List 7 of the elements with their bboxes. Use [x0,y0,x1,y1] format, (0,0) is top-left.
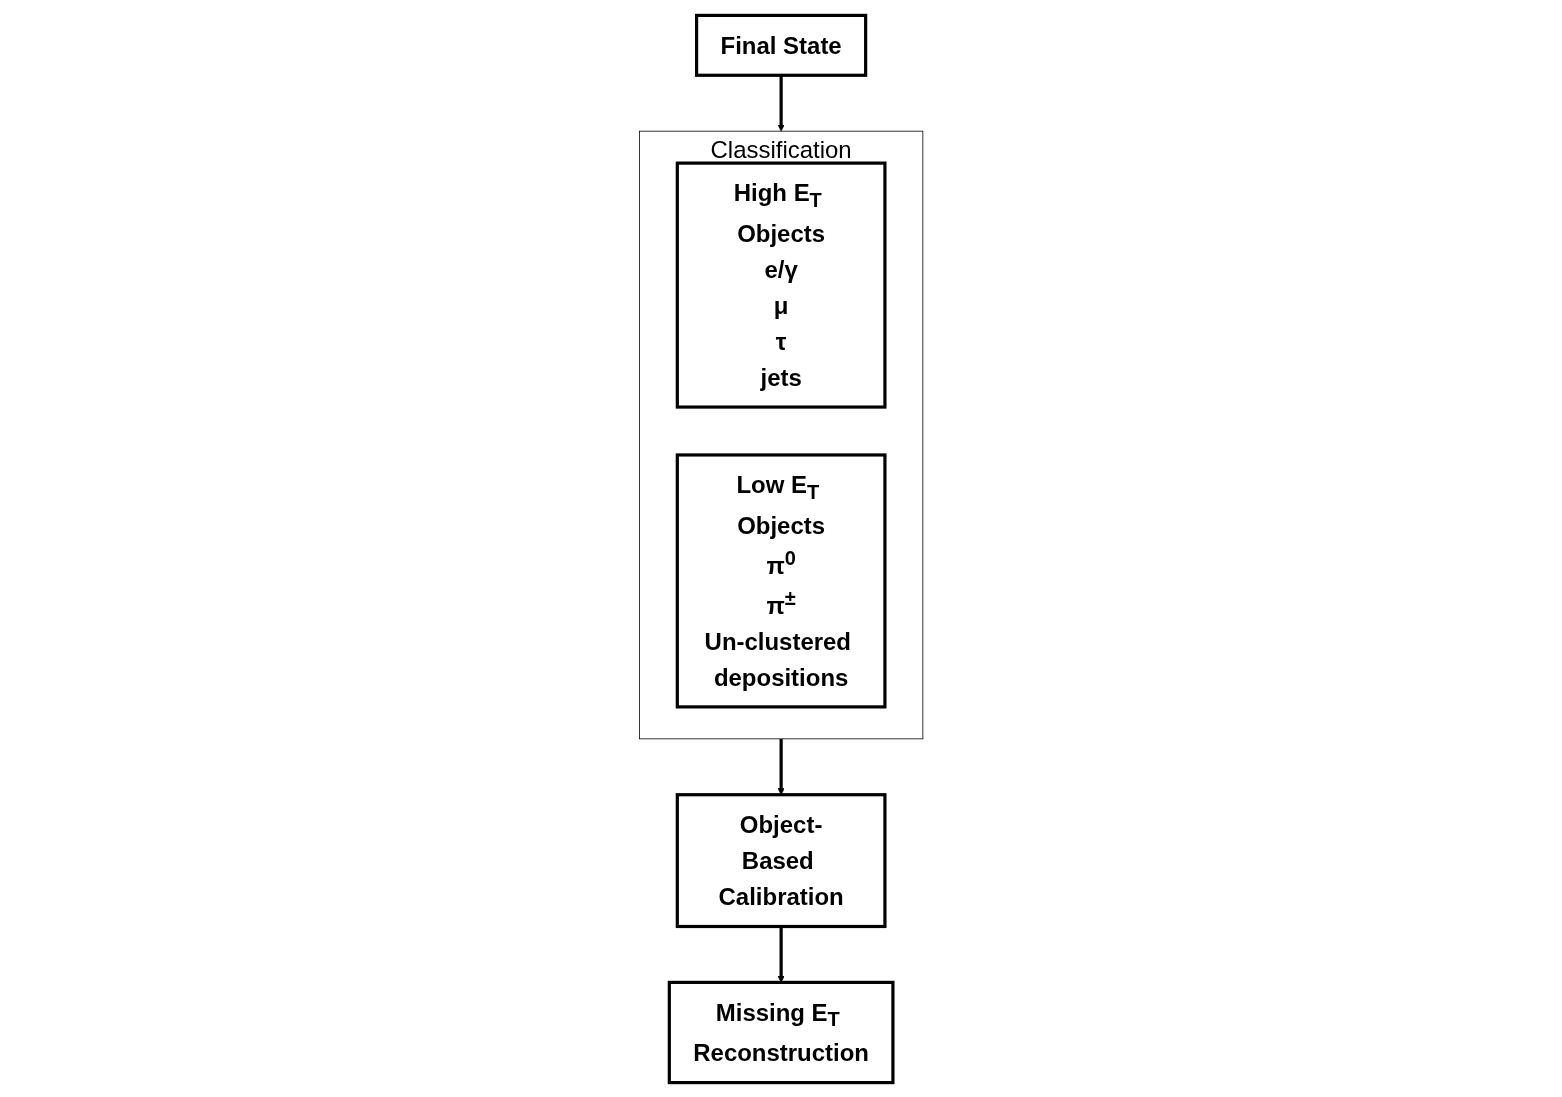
node-box: Low E$_{T}$ Objects π$^{0}$ π$^{±}$ Un-clustered depositions [675,452,887,708]
node-box: Missing E$_{T}$ Reconstruction [667,980,895,1084]
node-box: High E$_{T}$ Objects e/γ μ τ jets [675,161,887,409]
arrow [777,74,785,131]
node-box: Object-Based Calibration [675,792,887,928]
node-box: Final State [694,13,868,77]
arrow [777,738,785,795]
